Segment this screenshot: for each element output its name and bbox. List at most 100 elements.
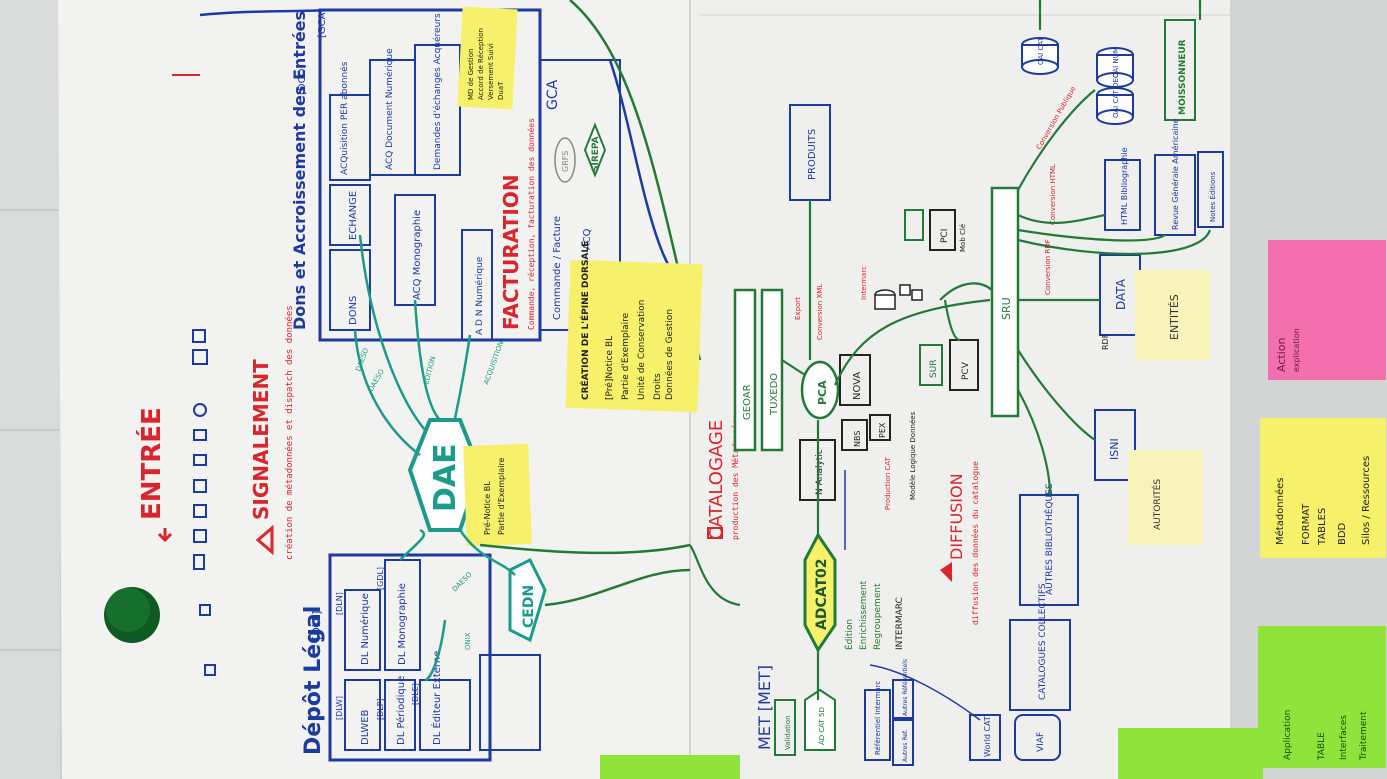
right-flow-arrows	[689, 0, 1212, 700]
postit-epine-dorsale	[565, 259, 703, 413]
signalement-title: SIGNALEMENT	[249, 359, 273, 520]
facturation-caption: Commande, réception, facturation des don…	[526, 118, 536, 330]
postit-md-line-3: Versement Suivi	[487, 43, 495, 100]
legend-yellow-line-5: Silos / Ressources	[1361, 456, 1372, 545]
oai-cat-label: OAI CAT	[1037, 36, 1045, 65]
gca-item-commande: Commande / Facture	[552, 216, 563, 320]
media-icons-column	[192, 329, 216, 676]
dons-acc-title: Dons et Accroissement des Entrées	[290, 11, 309, 330]
dl-tag-gdl: [GDL]	[376, 567, 385, 590]
epine-title: CRÉATION DE L'ÉPINE DORSALE	[579, 241, 591, 400]
tuxedo-bar	[760, 288, 784, 452]
met-validation: Validation	[784, 715, 792, 750]
dl-box-periodique: DL Périodique	[395, 676, 407, 745]
adcat-item-2: Enrichissement	[859, 580, 869, 650]
diffusion-title: DIFFUSION	[947, 473, 966, 560]
viaf-box	[1014, 714, 1061, 761]
db-cluster	[874, 284, 923, 310]
rdf-label: RDF	[1101, 333, 1110, 350]
legend-green-line-3: Interfaces	[1339, 715, 1349, 760]
gca-item-acq: ACQ	[582, 228, 593, 250]
catalogues-label: CATALOGUES COLLECTIFS	[1038, 583, 1048, 700]
adcat-item-3: Regroupement	[873, 583, 883, 650]
export-label-1: Export	[794, 297, 802, 320]
pcv-label: PCV	[961, 361, 971, 380]
arrow-label-3: ONIX	[464, 632, 472, 650]
entree-title: ENTRÉE	[135, 407, 167, 520]
legend-pink-line-1: Action	[1275, 338, 1288, 372]
box-acq-per: ACQuisition PER abonnés	[339, 61, 350, 175]
postit-entites	[1135, 270, 1210, 360]
pci-label: PCI	[940, 229, 950, 243]
box-dons: DONS	[348, 296, 359, 325]
postit-prenotice	[463, 443, 532, 547]
sur-label: SUR	[929, 359, 939, 378]
entites-label: ENTITÉS	[1168, 294, 1181, 340]
autorites-label: AUTORITÉS	[1151, 479, 1163, 530]
moissonneur-box	[1164, 19, 1196, 121]
met-autres-ref: Autres Ref.	[902, 729, 909, 762]
epine-item-1: [Pré]Notice BL	[604, 336, 615, 400]
depot-legal-title: Dépôt Légal	[301, 606, 326, 755]
html-biblio-label: HTML Bibliographie	[1120, 147, 1129, 225]
autres-biblio-label: AUTRES BIBLIOTHÈQUES	[1043, 483, 1055, 595]
dl-tag-dle: [DLE]	[411, 683, 420, 705]
dl-numerique-bottom	[479, 654, 541, 751]
postit-md-line-1: MD de Gestion	[467, 49, 475, 100]
data-label: DATA	[1114, 278, 1128, 310]
geoar-label: GEOAR	[742, 384, 753, 420]
epine-item-2: Partie d'Exemplaire	[621, 312, 631, 400]
dons-acc-tag-gca: [GCA]	[317, 9, 328, 38]
entree-arrow-icon	[157, 528, 173, 543]
adcat-label: ADCAT02	[814, 558, 830, 630]
postit-bl-line-2: Partie d'Exemplaire	[497, 457, 506, 535]
cedn-label: CEDN	[521, 585, 537, 628]
export-labels: Export Conversion XML Intermarc Producti…	[794, 266, 917, 510]
postit-bl-line-1: Pré-Notice BL	[482, 481, 492, 535]
met-autres-referentiels: Autres Référentiels	[902, 659, 909, 716]
dl-box-numerique: DL Numérique	[359, 593, 371, 665]
legend-yellow-line-1: Métadonnées	[1274, 478, 1286, 546]
box-demandes: Demandes d'échanges Acquéreurs	[432, 13, 443, 170]
legend-green-line-2: TABLE	[1317, 732, 1327, 761]
mob-label: Mob Clé	[959, 224, 967, 252]
catalogage-title: CATALOGAGE	[706, 420, 727, 540]
box-adn: A D N Numérique	[474, 256, 485, 335]
cedn-node	[508, 557, 547, 643]
legend-yellow-line-4: BDD	[1337, 522, 1348, 545]
produits-label: PRODUITS	[807, 129, 818, 180]
dons-acc-tag-dco: [DCO]	[297, 65, 308, 95]
legend-green-postit	[1258, 626, 1386, 768]
export-label-2: Conversion XML	[816, 284, 824, 340]
legend-pink-postit	[1268, 240, 1386, 380]
met-ref-intermarc: Référentiel Intermarc	[874, 681, 882, 755]
epine-item-5: Données de Gestion	[664, 309, 675, 400]
nova-label: NOVA	[852, 372, 863, 400]
geoar-bar	[733, 288, 757, 452]
epine-item-3: Unité de Conservation	[636, 300, 647, 400]
dae-label: DAE	[428, 443, 463, 512]
dl-tag-dln: [DLN]	[335, 592, 344, 615]
pca-node	[800, 360, 840, 420]
signalement-caption: création de métadonnées et dispatch des …	[284, 305, 295, 560]
catalogage-caption: production des Métadonnées	[730, 415, 740, 540]
oai-catdec-label: OAI CAT DEC	[1112, 73, 1120, 118]
viaf-label: VIAF	[1036, 732, 1046, 752]
epine-item-4: Droits	[653, 373, 663, 400]
dl-box-editeur: DL Éditeur Externe	[430, 651, 443, 745]
sru-label: SRU	[1000, 297, 1013, 320]
depot-legal-tag: [DLL]	[310, 611, 323, 640]
conversion-label-2: Conversion RDF	[1044, 239, 1052, 295]
facturation-title: FACTURATION	[499, 174, 523, 330]
tuxedo-label: TUXEDO	[769, 373, 780, 416]
megaphone-icon	[940, 562, 952, 582]
bottom-green-postit-left	[600, 755, 740, 779]
oai-cylinders	[1021, 37, 1134, 125]
legend-yellow-postit	[1260, 418, 1386, 558]
gca-item-sirepa: SIREPA	[591, 136, 601, 172]
adcat-item-4: INTERMARC	[895, 597, 905, 650]
pex-label: PEX	[878, 422, 887, 438]
conversion-label-1: Conversion HTML	[1049, 164, 1057, 225]
box-echange: ECHANGE	[348, 191, 359, 240]
